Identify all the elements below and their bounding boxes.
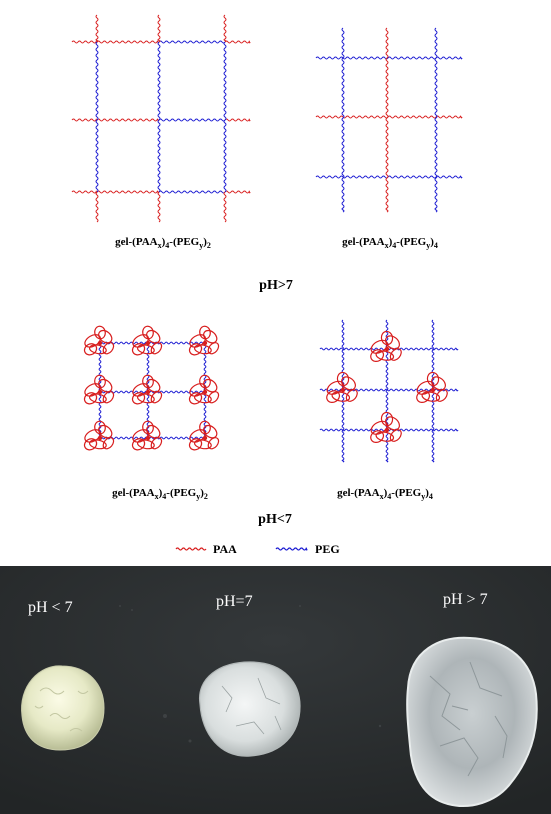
hydrogel-network-diagram: gel-(PAAx)4-(PEGy)2 gel-(PAAx)4-(PEGy)4 … — [0, 0, 551, 566]
paa-coil — [187, 325, 220, 357]
paa-chain — [97, 41, 159, 43]
paa-chain — [97, 119, 159, 121]
paa-chain — [316, 116, 462, 118]
paa-chain — [158, 192, 160, 222]
label-top-left: gel-(PAAx)4-(PEGy)2 — [115, 236, 211, 250]
crosslink-node — [385, 428, 389, 432]
paa-chain — [224, 15, 226, 42]
network-paa4-peg4-collapsed — [320, 320, 458, 462]
crosslink-node — [146, 436, 150, 440]
label-bottom-right: gel-(PAAx)4-(PEGy)4 — [337, 487, 433, 501]
peg-chain — [159, 119, 225, 121]
crosslink-node — [203, 436, 207, 440]
network-paa4-peg2-swollen — [72, 15, 250, 222]
paa-coil — [130, 325, 163, 357]
crosslink-node — [341, 388, 345, 392]
paa-chain — [225, 191, 250, 193]
gel-sample-acidic — [22, 666, 104, 750]
crosslink-node — [385, 347, 389, 351]
paa-chain — [97, 191, 159, 193]
photo-label-neutral: pH=7 — [216, 593, 253, 610]
peg-chain — [224, 42, 226, 120]
crosslink-node — [98, 390, 102, 394]
paa-chain — [386, 28, 388, 212]
paa-chain — [72, 191, 97, 193]
peg-chain — [96, 120, 98, 192]
peg-chain — [158, 42, 160, 120]
legend: PAA PEG — [176, 542, 340, 556]
photo-label-acidic: pH < 7 — [28, 599, 73, 616]
legend-peg-swatch — [276, 548, 307, 550]
crosslink-node — [146, 341, 150, 345]
legend-peg-line — [276, 548, 307, 550]
legend-paa-label: PAA — [213, 542, 237, 556]
condition-ph-low: pH<7 — [258, 512, 292, 527]
crosslink-node — [146, 390, 150, 394]
paa-chain — [72, 119, 97, 121]
legend-paa-swatch — [176, 548, 206, 550]
peg-chain — [435, 28, 437, 212]
paa-chain — [96, 192, 98, 222]
crosslink-node — [98, 341, 102, 345]
peg-chain — [342, 28, 344, 212]
crosslink-node — [203, 341, 207, 345]
peg-chain — [96, 42, 98, 120]
peg-chain — [159, 191, 225, 193]
legend-paa-line — [176, 548, 206, 550]
condition-ph-high: pH>7 — [259, 278, 293, 293]
paa-chain — [96, 15, 98, 42]
peg-chain — [316, 57, 462, 59]
label-top-right: gel-(PAAx)4-(PEGy)4 — [342, 236, 438, 250]
paa-chain — [158, 15, 160, 42]
paa-chain — [225, 119, 250, 121]
label-bottom-left: gel-(PAAx)4-(PEGy)2 — [112, 487, 208, 501]
photo-label-basic: pH > 7 — [443, 591, 488, 608]
crosslink-node — [98, 436, 102, 440]
network-paa4-peg4-swollen — [316, 28, 462, 212]
crosslink-node — [203, 390, 207, 394]
legend-peg-label: PEG — [315, 542, 340, 556]
peg-chain — [224, 120, 226, 192]
crosslink-node — [431, 388, 435, 392]
gel-sample-neutral — [200, 662, 300, 756]
network-paa4-peg2-collapsed — [82, 325, 220, 452]
hydrogel-photo: pH < 7 pH=7 pH > 7 — [0, 566, 551, 814]
paa-coil — [82, 325, 115, 357]
peg-chain — [316, 176, 462, 178]
peg-chain — [159, 41, 225, 43]
paa-chain — [225, 41, 250, 43]
peg-chain — [158, 120, 160, 192]
paa-chain — [224, 192, 226, 222]
paa-chain — [72, 41, 97, 43]
